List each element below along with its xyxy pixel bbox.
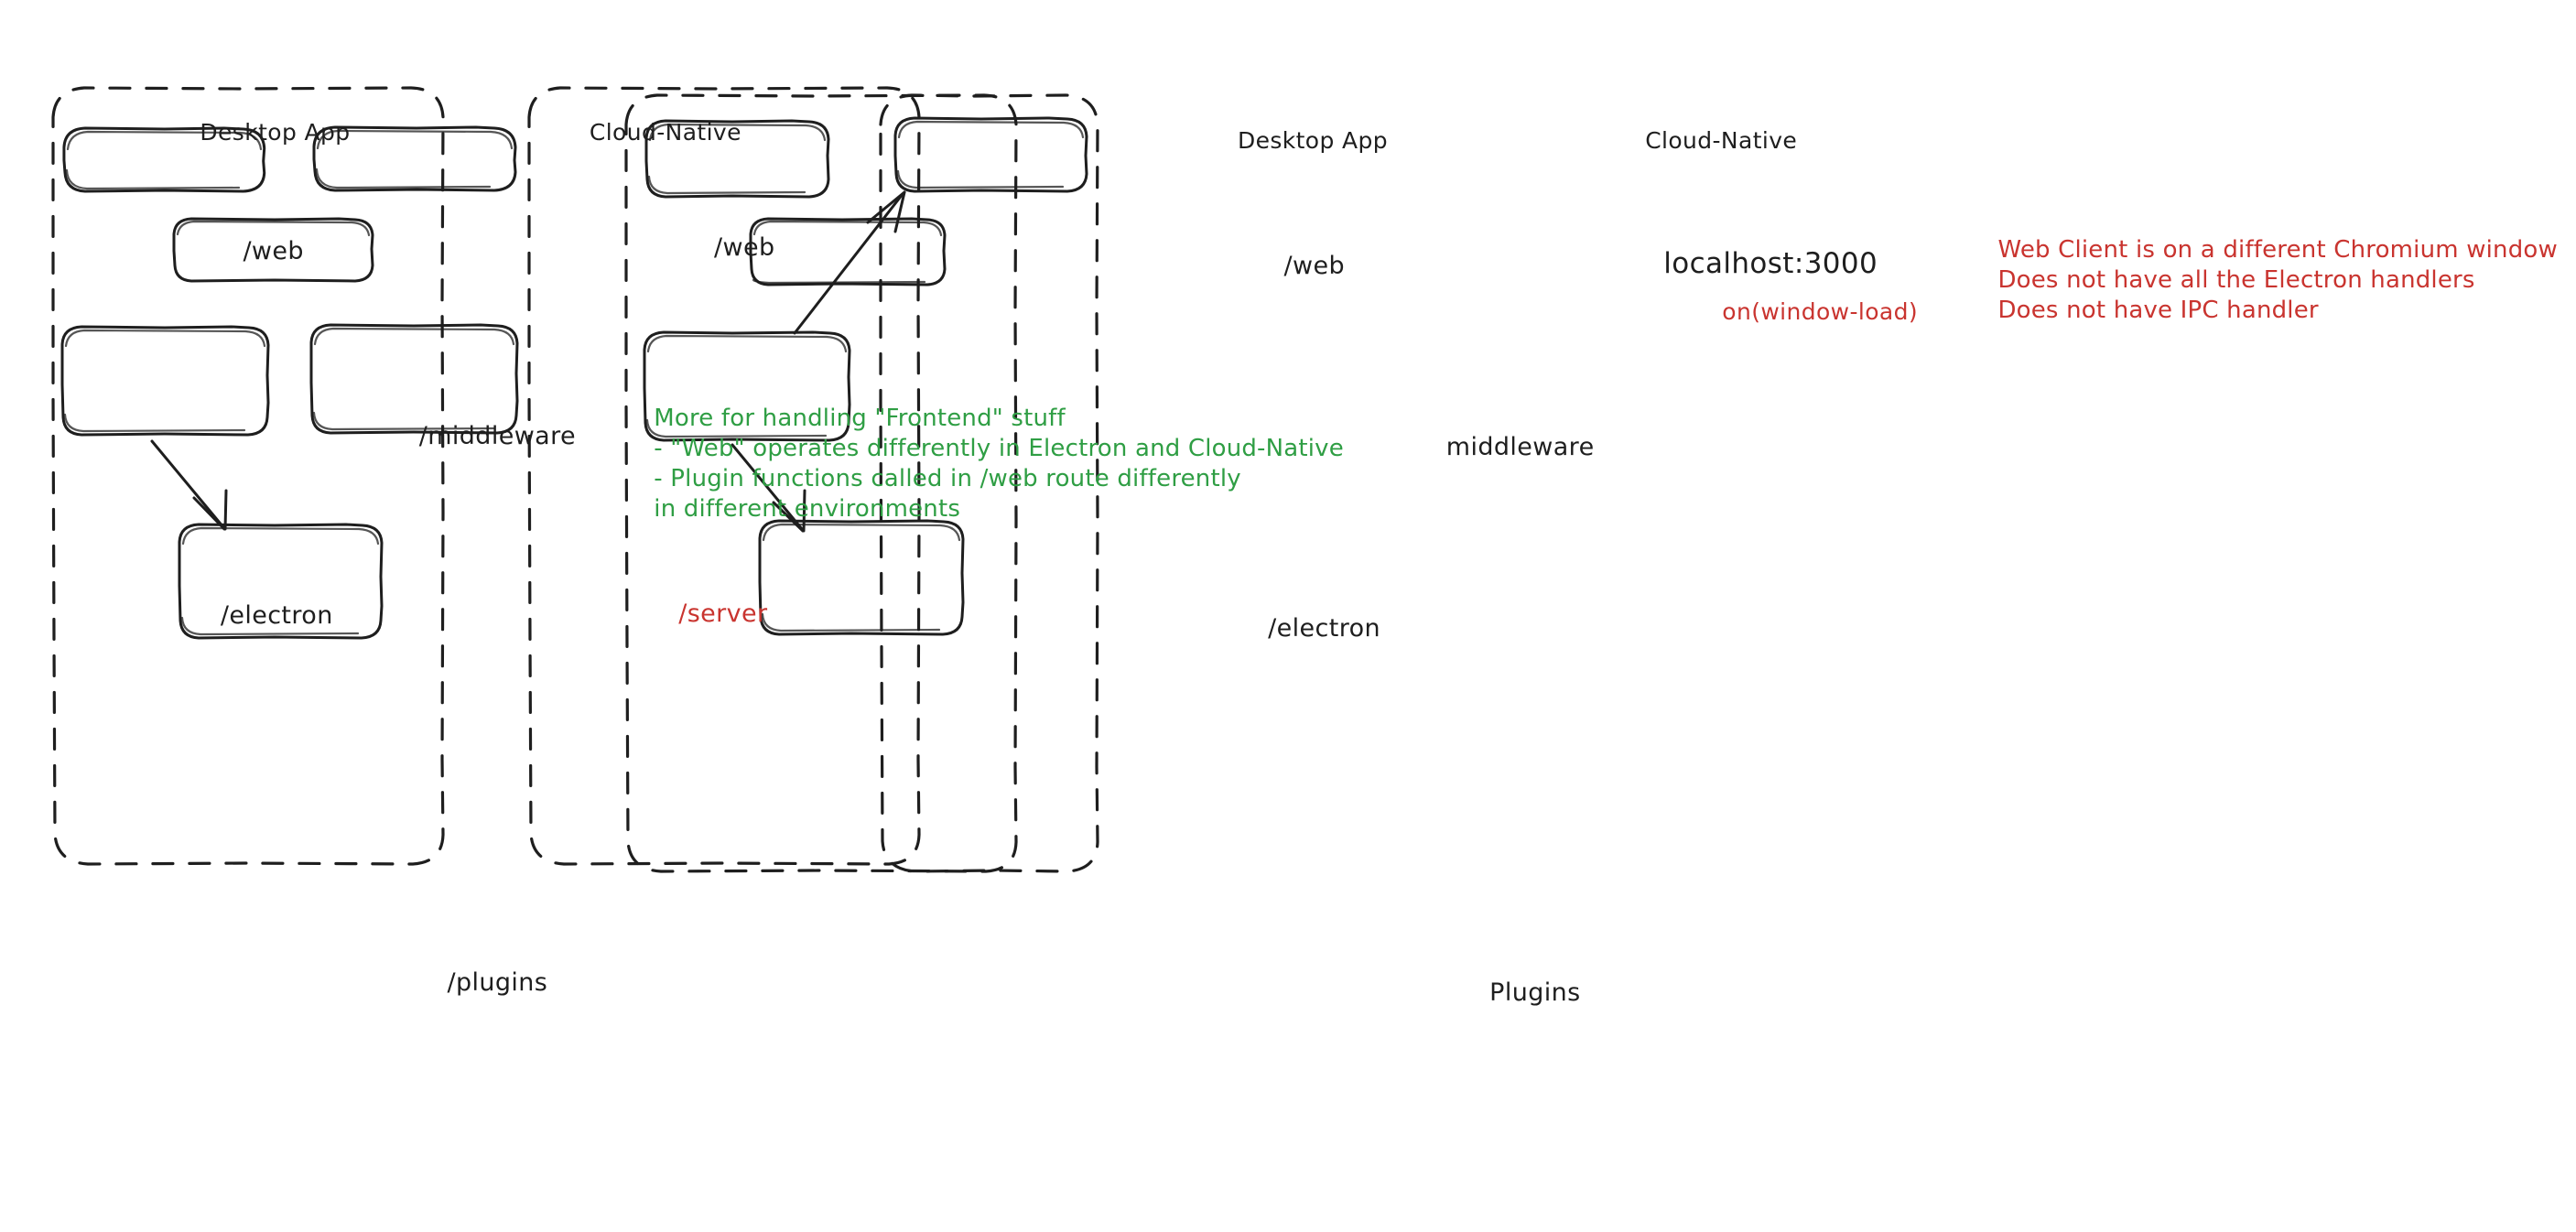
- edge-left-electron-to-plugins: [150, 439, 228, 531]
- node-label-left-plugins[interactable]: /plugins: [447, 967, 548, 997]
- node-label-right-electron[interactable]: /electron: [1268, 614, 1381, 643]
- node-left-desktop-web: [62, 126, 266, 193]
- group-title-right-cloud-native: Cloud-Native: [1645, 126, 1798, 154]
- group-left-cloud-native: [527, 86, 921, 866]
- node-label-left-electron[interactable]: /electron: [220, 600, 333, 630]
- group-right-desktop-app: [624, 93, 1018, 873]
- node-left-electron: [60, 325, 270, 437]
- annotation-green-frontend-note: More for handling "Frontend" stuff - "We…: [654, 404, 1344, 523]
- group-title-left-desktop-app: Desktop App: [200, 118, 351, 146]
- node-sublabel-right-localhost-on-window-load: on(window-load): [1722, 297, 1918, 325]
- node-right-desktop-web: [644, 119, 830, 199]
- node-right-middleware: [749, 217, 947, 286]
- group-title-left-cloud-native: Cloud-Native: [589, 118, 741, 146]
- node-label-left-desktop-web[interactable]: /web: [243, 237, 304, 266]
- node-right-localhost: [893, 116, 1088, 193]
- node-left-plugins: [178, 523, 384, 640]
- node-label-right-desktop-web[interactable]: /web: [1283, 252, 1346, 281]
- group-title-right-desktop-app: Desktop App: [1237, 126, 1389, 154]
- node-label-right-middleware[interactable]: middleware: [1445, 433, 1595, 462]
- edge-right-electron-to-localhost: [793, 190, 906, 335]
- node-label-right-plugins[interactable]: Plugins: [1489, 978, 1581, 1007]
- node-left-middleware: [172, 217, 374, 283]
- node-right-plugins: [758, 519, 965, 636]
- annotation-red-web-client-note: Web Client is on a different Chromium wi…: [1997, 236, 2558, 325]
- node-label-left-middleware[interactable]: /middleware: [418, 421, 576, 450]
- node-label-left-server[interactable]: /server: [678, 599, 768, 628]
- node-label-left-cloud-web[interactable]: /web: [714, 233, 775, 263]
- node-right-electron: [643, 330, 851, 442]
- edge-right-electron-to-plugins: [731, 443, 806, 533]
- group-right-cloud-native: [879, 93, 1099, 873]
- node-left-server: [309, 323, 519, 435]
- group-left-desktop-app: [51, 86, 445, 866]
- node-left-cloud-web: [312, 125, 517, 192]
- node-label-right-localhost[interactable]: localhost:3000: [1663, 246, 1878, 280]
